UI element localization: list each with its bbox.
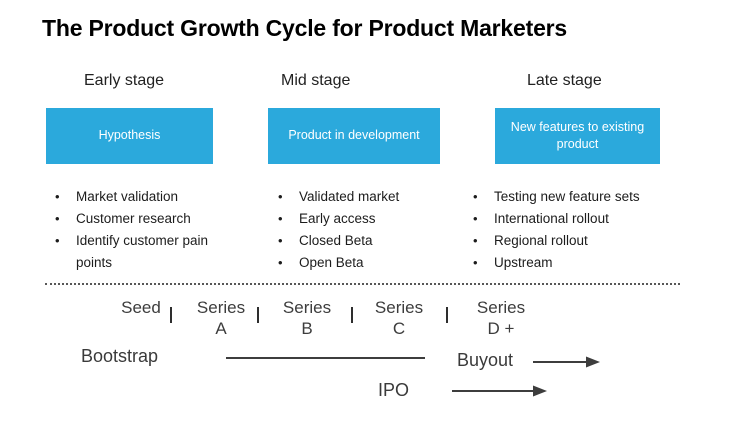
milestone-label: Series <box>476 298 526 317</box>
list-item-label: Validated market <box>299 189 400 204</box>
milestone-label: Seed <box>121 298 161 317</box>
bullet-dot-icon <box>473 230 494 252</box>
list-item-label: Market validation <box>76 189 179 204</box>
list-item: International rollout <box>473 208 664 230</box>
milestone-series-d: Series D + <box>475 297 527 339</box>
bullet-dot-icon <box>473 186 494 208</box>
list-item: Market validation <box>55 186 216 208</box>
milestone-label: Series <box>196 298 246 317</box>
bullet-dot-icon <box>278 230 299 252</box>
stage-box-early-label: Hypothesis <box>98 128 161 143</box>
milestone-series-c: Series C <box>373 297 425 339</box>
list-item-label: Testing new feature sets <box>494 189 640 204</box>
bullet-dot-icon <box>278 252 299 274</box>
list-item-label: International rollout <box>494 211 609 226</box>
arrow-right-icon <box>452 385 547 397</box>
stage-box-late-label: New features to existing product <box>510 119 645 152</box>
dotted-divider <box>45 283 680 285</box>
stage-box-late: New features to existing product <box>495 108 660 164</box>
stage-box-mid: Product in development <box>268 108 440 164</box>
bootstrap-label: Bootstrap <box>81 346 159 366</box>
list-item-label: Customer research <box>76 211 191 226</box>
ipo-label: IPO <box>378 380 410 400</box>
milestone-separator <box>446 307 448 323</box>
bullet-dot-icon <box>55 186 76 208</box>
stage-header-early: Early stage <box>84 72 165 89</box>
stage-box-early: Hypothesis <box>46 108 213 164</box>
milestone-label: A <box>215 319 227 338</box>
bullet-dot-icon <box>278 208 299 230</box>
list-item-label: Closed Beta <box>299 233 373 248</box>
list-item: Customer research <box>55 208 216 230</box>
list-item: Early access <box>278 208 449 230</box>
list-item-label: Identify customer pain points <box>76 233 209 270</box>
milestone-series-b: Series B <box>281 297 333 339</box>
milestone-separator <box>170 307 172 323</box>
list-item: Closed Beta <box>278 230 449 252</box>
bullet-list-early: Market validation Customer research Iden… <box>55 186 216 274</box>
page-title: The Product Growth Cycle for Product Mar… <box>42 15 568 41</box>
milestone-label: D + <box>487 319 515 338</box>
milestone-label: B <box>301 319 313 338</box>
milestone-label: Series <box>282 298 332 317</box>
bullet-dot-icon <box>278 186 299 208</box>
milestone-separator <box>351 307 353 323</box>
list-item: Upstream <box>473 252 664 274</box>
list-item: Identify customer pain points <box>55 230 216 274</box>
list-item: Open Beta <box>278 252 449 274</box>
stage-header-mid: Mid stage <box>281 72 351 89</box>
bullet-dot-icon <box>55 208 76 230</box>
stage-box-mid-label: Product in development <box>288 128 420 143</box>
buyout-label: Buyout <box>457 350 514 370</box>
milestone-label: C <box>392 319 406 338</box>
milestone-label: Series <box>374 298 424 317</box>
list-item: Testing new feature sets <box>473 186 664 208</box>
list-item-label: Upstream <box>494 255 553 270</box>
bullet-list-mid: Validated market Early access Closed Bet… <box>278 186 449 274</box>
bullet-dot-icon <box>473 252 494 274</box>
list-item: Regional rollout <box>473 230 664 252</box>
list-item-label: Open Beta <box>299 255 364 270</box>
bullet-dot-icon <box>473 208 494 230</box>
bullet-list-late: Testing new feature sets International r… <box>473 186 664 274</box>
bootstrap-timeline-line <box>226 357 425 359</box>
stage-header-late: Late stage <box>527 72 602 89</box>
arrow-right-icon <box>533 356 600 368</box>
milestone-seed: Seed <box>116 297 166 318</box>
list-item-label: Early access <box>299 211 376 226</box>
milestone-series-a: Series A <box>195 297 247 339</box>
bullet-dot-icon <box>55 230 76 274</box>
list-item-label: Regional rollout <box>494 233 588 248</box>
milestone-separator <box>257 307 259 323</box>
list-item: Validated market <box>278 186 449 208</box>
